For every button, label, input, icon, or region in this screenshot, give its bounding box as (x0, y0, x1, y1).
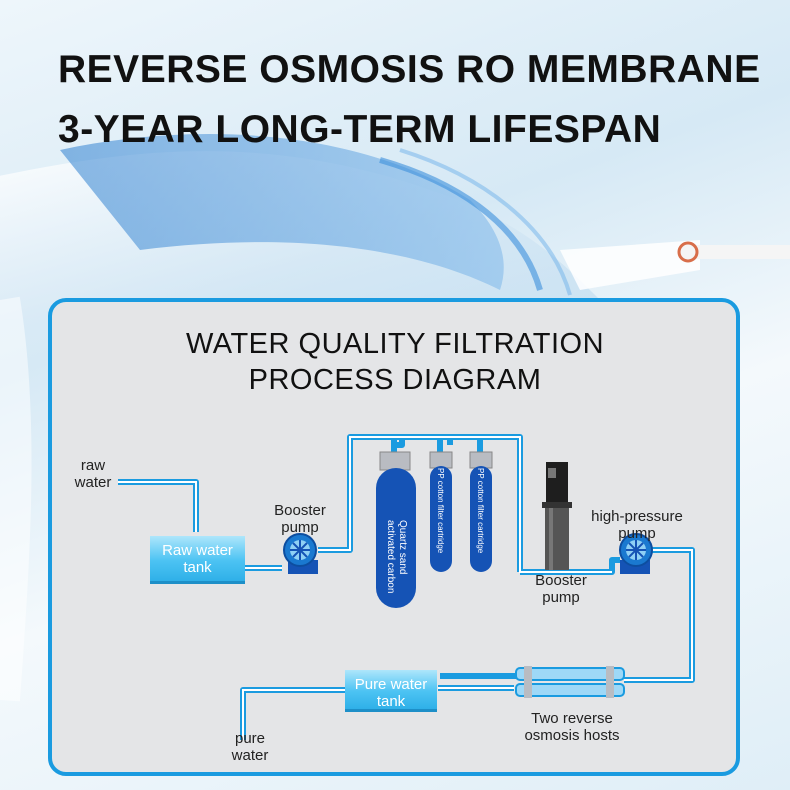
carbon-filter-icon (376, 451, 416, 608)
headline-line-1: REVERSE OSMOSIS RO MEMBRANE (58, 48, 761, 91)
diagram-title-line-1: WATER QUALITY FILTRATION (185, 328, 605, 360)
raw-water-label: raw water (74, 457, 112, 491)
booster-pump-1-label: Booster pump (274, 502, 326, 536)
pp-filter-2-label: PP cotton filter cartridge (476, 468, 485, 554)
diagram-title-line-2: PROCESS DIAGRAM (248, 364, 542, 396)
high-pressure-pump-icon (619, 533, 653, 574)
booster-pump-2-icon (542, 462, 572, 570)
high-pressure-pump-label: high-pressure pump (591, 508, 683, 542)
booster-pump-1-icon (283, 533, 318, 574)
raw-water-tank: Raw water tank (150, 536, 245, 584)
pp-filter-2-icon (469, 451, 493, 572)
ro-membrane-hosts-icon (515, 666, 625, 698)
carbon-filter-label: Quartz sand activated carbon (385, 520, 408, 594)
headline-line-2: 3-YEAR LONG-TERM LIFESPAN (58, 108, 662, 151)
pp-filter-1-label: PP cotton filter cartridge (436, 468, 445, 554)
pp-filter-1-icon (429, 451, 453, 572)
booster-pump-2-label: Booster pump (535, 572, 587, 606)
pure-water-label: pure water (231, 730, 269, 764)
ro-hosts-label: Two reverse osmosis hosts (524, 710, 620, 744)
pure-water-tank: Pure water tank (345, 670, 437, 712)
